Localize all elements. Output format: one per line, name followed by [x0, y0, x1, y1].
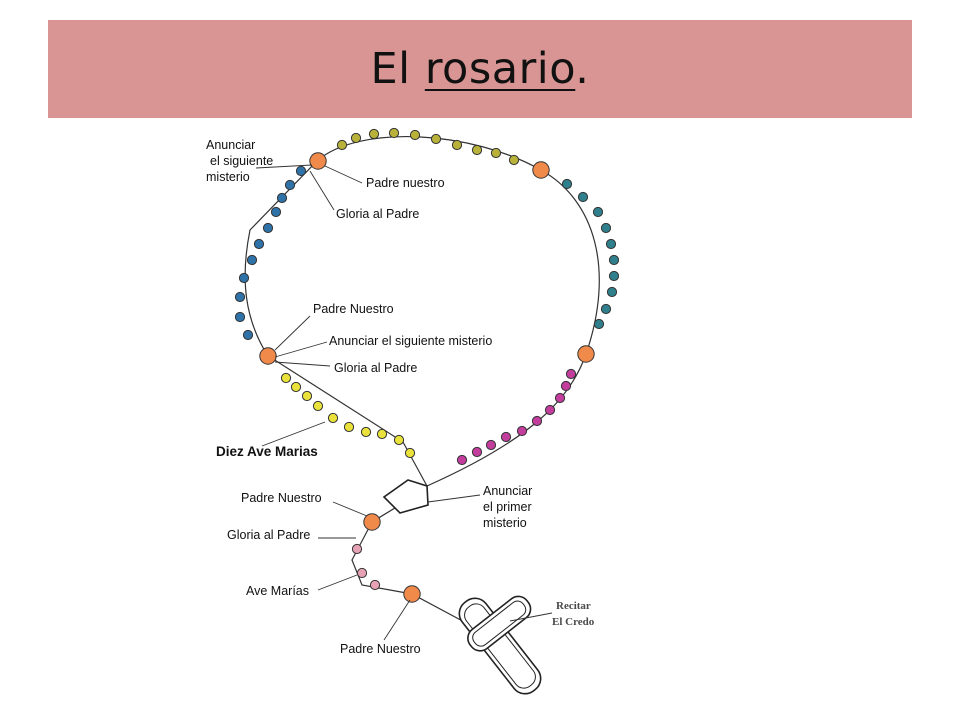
label-ave-marias: Ave Marías — [246, 584, 309, 598]
ave-maria-bead — [490, 147, 502, 159]
label-padre-low: Padre Nuestro — [241, 491, 322, 505]
ave-maria-bead — [234, 311, 246, 323]
medal-icon — [382, 479, 429, 514]
ave-maria-bead — [544, 404, 556, 416]
ave-maria-bead — [295, 165, 307, 177]
ave-maria-bead — [451, 139, 463, 151]
ave-maria-bead — [608, 254, 620, 266]
ave-maria-bead — [350, 132, 362, 144]
label-padre-bottom: Padre Nuestro — [340, 642, 421, 656]
ave-maria-bead — [253, 238, 265, 250]
ave-maria-bead — [270, 206, 282, 218]
label-gloria-mid: Gloria al Padre — [334, 361, 417, 375]
ave-maria-bead — [430, 133, 442, 145]
ave-maria-bead — [276, 192, 288, 204]
ave-maria-bead — [500, 431, 512, 443]
ave-maria-bead — [600, 222, 612, 234]
ave-maria-bead — [280, 372, 292, 384]
ave-maria-bead — [356, 567, 368, 579]
ave-maria-bead — [351, 543, 363, 555]
ave-maria-bead — [561, 178, 573, 190]
ave-maria-bead — [471, 446, 483, 458]
padre-nuestro-bead — [363, 513, 381, 531]
padre-nuestro-bead — [309, 152, 327, 170]
ave-maria-bead — [531, 415, 543, 427]
ave-maria-bead — [605, 238, 617, 250]
title-main: rosario — [424, 44, 576, 94]
ave-maria-bead — [290, 381, 302, 393]
ave-maria-bead — [369, 579, 381, 591]
bead-group — [234, 127, 620, 603]
ave-maria-bead — [409, 129, 421, 141]
ave-maria-bead — [388, 127, 400, 139]
ave-maria-bead — [234, 291, 246, 303]
leader-lines — [255, 164, 553, 641]
label-anunciar-top-3: misterio — [206, 170, 250, 184]
ave-maria-bead — [368, 128, 380, 140]
ave-maria-bead — [554, 392, 566, 404]
label-padre-mid: Padre Nuestro — [313, 302, 394, 316]
ave-maria-bead — [336, 139, 348, 151]
label-anunciar-primer-2: el primer — [483, 500, 532, 514]
padre-nuestro-bead — [403, 585, 421, 603]
label-padre-top: Padre nuestro — [366, 176, 445, 190]
cross-icon — [458, 595, 542, 695]
ave-maria-bead — [592, 206, 604, 218]
label-anunciar-primer-1: Anunciar — [483, 484, 532, 498]
title-prefix: El — [370, 44, 425, 94]
ave-maria-bead — [284, 179, 296, 191]
title-bar: El rosario. — [48, 20, 912, 118]
ave-maria-bead — [242, 329, 254, 341]
label-gloria-top: Gloria al Padre — [336, 207, 419, 221]
ave-maria-bead — [238, 272, 250, 284]
ave-maria-bead — [327, 412, 339, 424]
label-anunciar-top-2: el siguiente — [210, 154, 273, 168]
page-title: El rosario. — [371, 44, 590, 94]
ave-maria-bead — [360, 426, 372, 438]
ave-maria-bead — [301, 390, 313, 402]
ave-maria-bead — [393, 434, 405, 446]
ave-maria-bead — [600, 303, 612, 315]
ave-maria-bead — [508, 154, 520, 166]
label-diez-ave: Diez Ave Marias — [216, 444, 318, 459]
label-recitar-2: El Credo — [552, 616, 595, 628]
padre-nuestro-bead — [259, 347, 277, 365]
ave-maria-bead — [606, 286, 618, 298]
ave-maria-bead — [471, 144, 483, 156]
ave-maria-bead — [565, 368, 577, 380]
ave-maria-bead — [312, 400, 324, 412]
ave-maria-bead — [262, 222, 274, 234]
label-anunciar-top-1: Anunciar — [206, 138, 255, 152]
ave-maria-bead — [246, 254, 258, 266]
ave-maria-bead — [516, 425, 528, 437]
label-anunciar-mid: Anunciar el siguiente misterio — [329, 334, 492, 348]
ave-maria-bead — [593, 318, 605, 330]
ave-maria-bead — [608, 270, 620, 282]
padre-nuestro-bead — [577, 345, 595, 363]
ave-maria-bead — [485, 439, 497, 451]
ave-maria-bead — [577, 191, 589, 203]
title-suffix: . — [575, 44, 590, 94]
label-recitar-1: Recitar — [556, 600, 591, 612]
ave-maria-bead — [376, 428, 388, 440]
padre-nuestro-bead — [532, 161, 550, 179]
label-anunciar-primer-3: misterio — [483, 516, 527, 530]
ave-maria-bead — [456, 454, 468, 466]
ave-maria-bead — [404, 447, 416, 459]
ave-maria-bead — [560, 380, 572, 392]
ave-maria-bead — [343, 421, 355, 433]
label-gloria-low: Gloria al Padre — [227, 528, 310, 542]
